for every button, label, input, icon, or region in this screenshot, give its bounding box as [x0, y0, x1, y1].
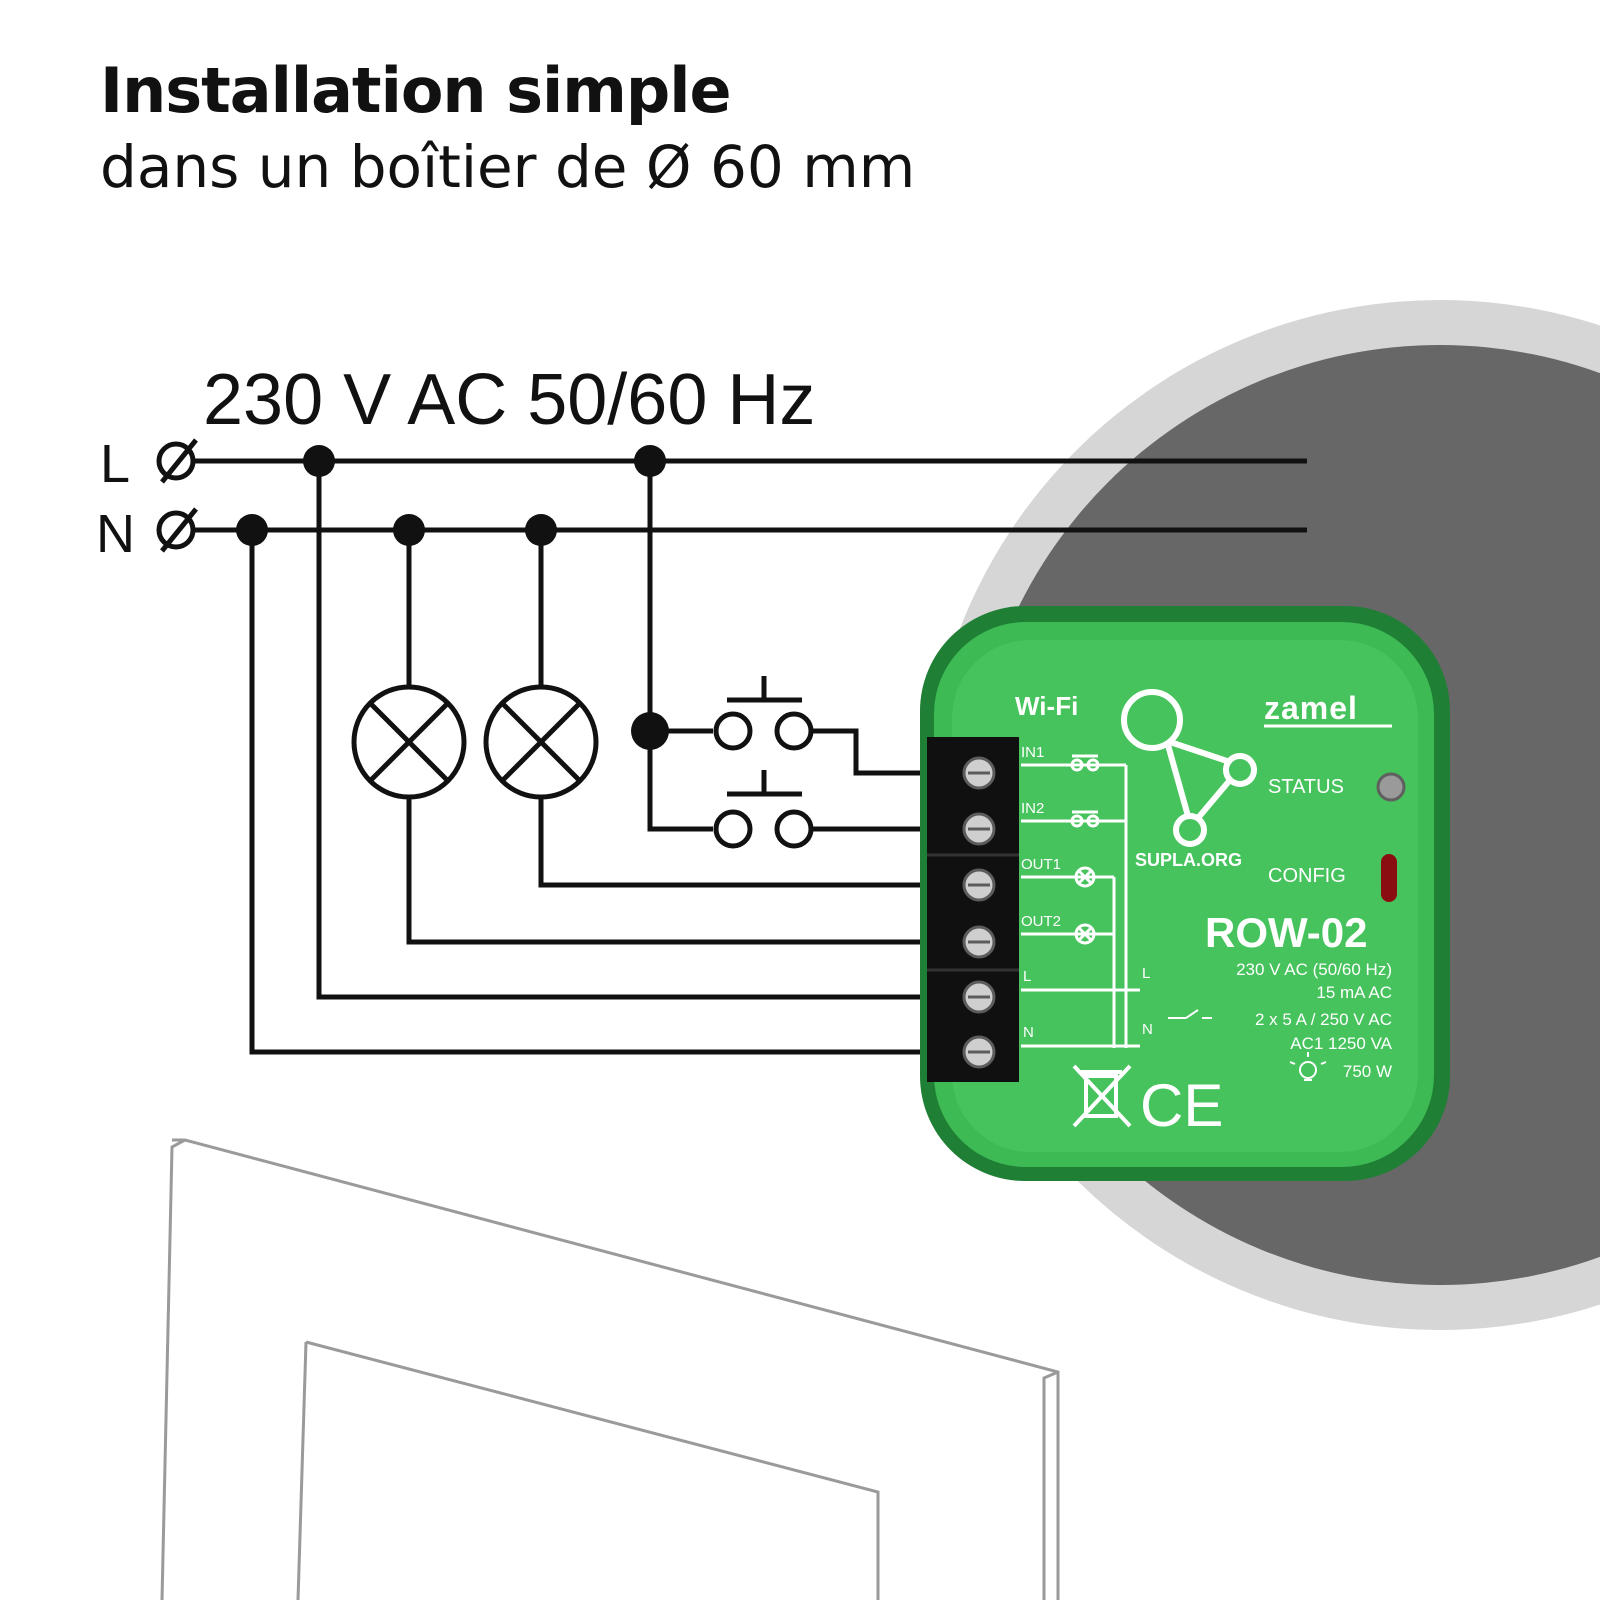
- bulb-icon: [1289, 1052, 1327, 1081]
- spec-current: 15 mA AC: [1316, 983, 1392, 1002]
- terminal-label-n: N: [1023, 1024, 1034, 1041]
- relay-contact-icon: [1168, 1009, 1212, 1019]
- push-button-2-icon: [713, 770, 814, 849]
- junction-dots: [236, 445, 669, 750]
- supply-wires: [192, 458, 1307, 533]
- spec-lamp: 750 W: [1343, 1062, 1392, 1081]
- schematic-n-label: N: [1142, 1021, 1153, 1038]
- supla-label: SUPLA.ORG: [1135, 850, 1242, 870]
- schematic-l-label: L: [1142, 965, 1150, 982]
- device-schematic-print: [1021, 754, 1140, 1048]
- page-subtitle: dans un boîtier de Ø 60 mm: [100, 133, 916, 201]
- config-label: CONFIG: [1268, 865, 1346, 887]
- lamp-1-icon: [351, 684, 467, 800]
- spec-voltage: 230 V AC (50/60 Hz): [1236, 960, 1392, 979]
- terminal-label-out2: OUT2: [1021, 913, 1061, 930]
- brand-logo: zamel: [1264, 690, 1358, 726]
- weee-bin-icon: [1072, 1064, 1132, 1128]
- circuit-wires: [249, 461, 960, 1055]
- wall-plate-sketch: [160, 1138, 1060, 1601]
- status-label: STATUS: [1268, 776, 1344, 798]
- model-label: ROW-02: [1205, 909, 1368, 956]
- terminal-label-in2: IN2: [1021, 800, 1044, 817]
- status-led: [1376, 772, 1406, 802]
- config-button: [1381, 854, 1397, 902]
- line-terminal-label: L: [100, 434, 130, 494]
- ce-mark: CE: [1140, 1072, 1223, 1139]
- terminal-block: [927, 737, 1019, 1082]
- row02-device: IN1 IN2 OUT1 OUT2 L N: [920, 606, 1450, 1181]
- spec-ac1: AC1 1250 VA: [1290, 1034, 1392, 1053]
- push-button-1-icon: [713, 676, 814, 751]
- lamp-2-icon: [483, 684, 599, 800]
- page-title: Installation simple: [100, 54, 732, 127]
- header: Installation simple dans un boîtier de Ø…: [100, 54, 916, 201]
- supply-terminal-symbols: [156, 438, 198, 553]
- terminal-label-out1: OUT1: [1021, 856, 1061, 873]
- neutral-terminal-label: N: [96, 504, 135, 564]
- supply-voltage-label: 230 V AC 50/60 Hz: [203, 360, 815, 440]
- spec-contacts: 2 x 5 A / 250 V AC: [1255, 1010, 1392, 1029]
- terminal-label-l: L: [1023, 968, 1031, 985]
- supla-logo-icon: [1121, 689, 1257, 847]
- terminal-label-in1: IN1: [1021, 744, 1044, 761]
- wifi-label: Wi-Fi: [1015, 691, 1078, 721]
